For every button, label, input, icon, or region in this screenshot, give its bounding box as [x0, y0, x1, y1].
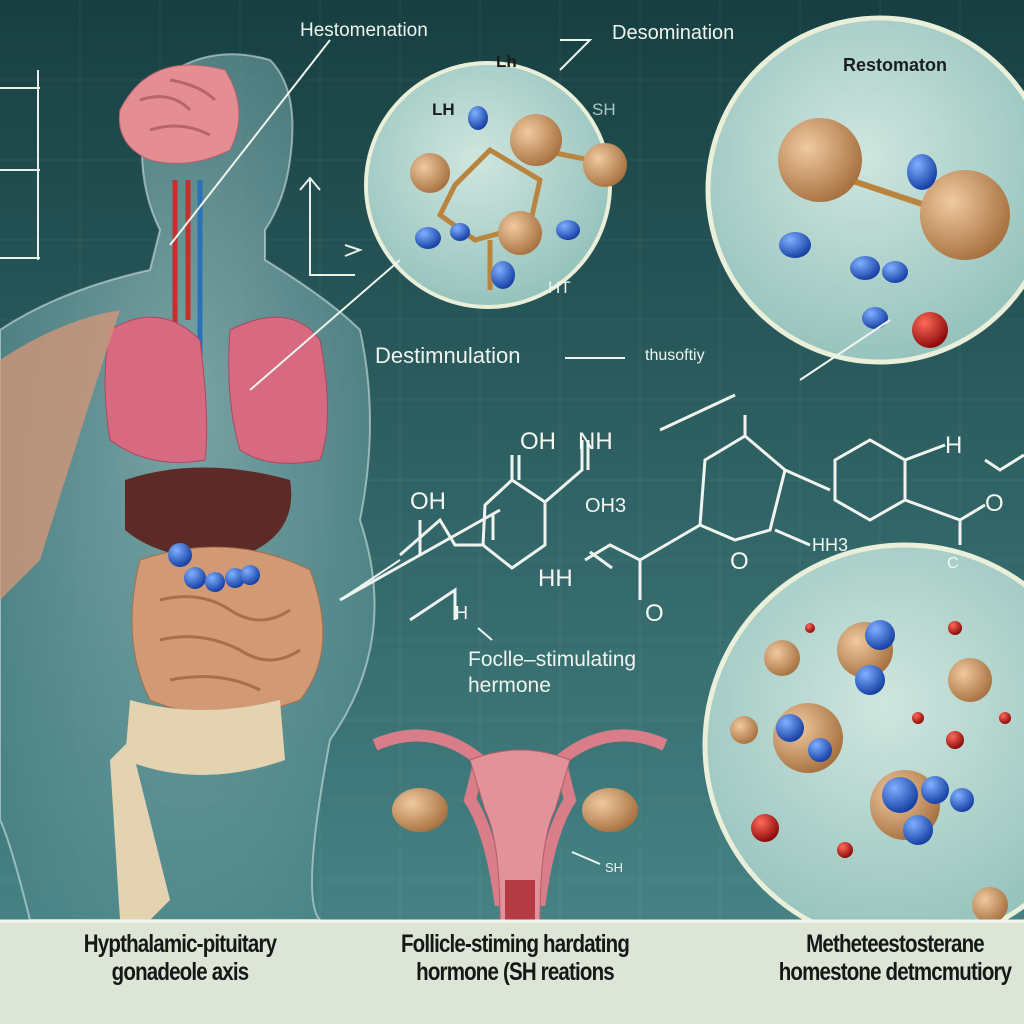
uterus	[372, 729, 668, 921]
caption-left-line1: Hypthalamic-pituitary	[83, 930, 277, 958]
caption-left: Hypthalamic-pituitary gonadeole axis	[49, 930, 311, 986]
restomaton-circle	[705, 15, 1024, 365]
atom-label: C	[947, 555, 959, 572]
right-lung	[228, 316, 328, 464]
caption-middle-line2: hormone (SH reations	[416, 958, 615, 986]
label-ht: HT	[548, 278, 571, 297]
atom-label: O	[645, 600, 664, 627]
atom-label: HH	[538, 565, 573, 592]
caption-left-line2: gonadeole axis	[111, 958, 249, 986]
caption-middle: Follicle-stiming hardating hormone (SH r…	[384, 930, 646, 986]
label-restomaton: Restomaton	[843, 55, 948, 75]
femur	[110, 740, 170, 920]
label-fsh-line1: Foclle–stimulating	[468, 648, 637, 671]
atom-label: H	[455, 603, 468, 623]
atom-label: OH3	[585, 495, 627, 517]
liver	[125, 467, 292, 560]
testosterone-circle	[702, 542, 1024, 948]
leader-lines	[169, 39, 891, 865]
atom-label: OH	[410, 488, 446, 515]
caption-right: Metheteestosterane homestone detmcmutior…	[760, 930, 1024, 986]
cervix	[505, 880, 535, 920]
label-lh: LH	[432, 100, 455, 119]
atom-label: H	[945, 432, 963, 459]
arm-muscle	[0, 310, 120, 600]
pelvis	[125, 700, 285, 775]
blue-cluster	[168, 543, 260, 592]
left-ovary	[392, 788, 448, 832]
atom-label: HH3	[812, 535, 849, 555]
artery	[172, 180, 191, 330]
left-lung	[104, 316, 208, 463]
right-ovary	[582, 788, 638, 832]
human-figure	[0, 53, 376, 921]
atom-label: OH	[520, 428, 556, 455]
axis-marks	[0, 70, 363, 276]
atom-label: O	[730, 548, 749, 575]
label-hestomenation: Hestomenation	[300, 20, 428, 41]
label-thusoftiy: thusoftiy	[645, 347, 705, 364]
label-fsh-line2: hermone	[468, 674, 551, 697]
chemical-structure	[339, 393, 1024, 622]
lh-molecule-circle	[364, 61, 627, 309]
label-destimnulation: Destimnulation	[375, 343, 521, 368]
caption-right-line2: homestone detmcmutiory	[778, 958, 1012, 986]
atom-label: O	[985, 490, 1004, 517]
intestines	[131, 546, 324, 716]
caption-right-line1: Metheteestosterane	[806, 930, 985, 958]
brain	[118, 64, 240, 164]
label-lh-top: Lh	[496, 52, 517, 71]
label-uterus-sh: SH	[605, 860, 624, 875]
label-sh: SH	[592, 100, 616, 119]
label-desomination: Desomination	[612, 22, 735, 44]
label-fsh: Foclle–stimulating hermone	[468, 647, 636, 699]
caption-band	[0, 920, 1024, 1024]
atom-label: NH	[578, 428, 613, 455]
caption-middle-line1: Follicle-stiming hardating	[400, 930, 630, 958]
